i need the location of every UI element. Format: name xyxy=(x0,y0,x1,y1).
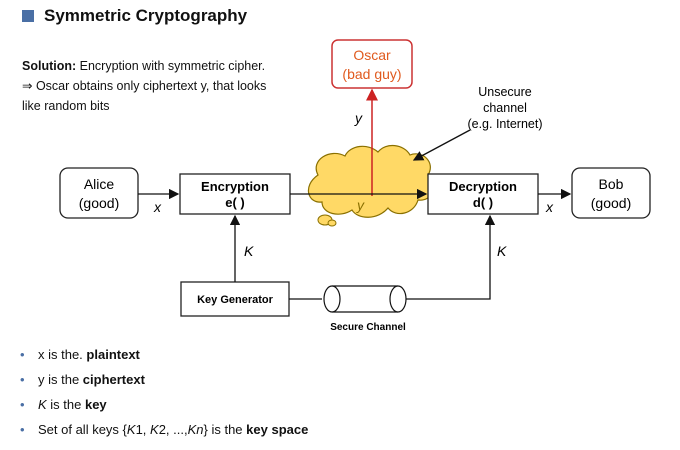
bullet-icon: • xyxy=(20,397,25,412)
key-generator-label: Key Generator xyxy=(197,294,274,306)
definition-text-part: key xyxy=(84,397,107,412)
alice-name: Alice xyxy=(84,176,115,192)
encryption-title: Encryption xyxy=(201,179,269,194)
definition-text: K is the key xyxy=(38,397,107,412)
oscar-role: (bad guy) xyxy=(342,66,401,82)
definition-text-part: K xyxy=(126,422,136,437)
decryption-box xyxy=(427,173,539,215)
definition-text: Set of all keys {K1, K2, ...,Kn} is the … xyxy=(38,422,308,437)
definition-text-part: 2, ..., xyxy=(158,422,188,437)
oscar-name: Oscar xyxy=(353,47,391,63)
definition-text: x is the. plaintext xyxy=(38,347,140,362)
oscar-box xyxy=(331,39,413,89)
definition-text-part: K xyxy=(150,422,159,437)
definition-text-part: x is the. xyxy=(38,347,87,362)
definition-text-part: ciphertext xyxy=(82,372,145,387)
definition-text-part: plaintext xyxy=(86,347,140,362)
solution-line-2: ⇒ Oscar obtains only ciphertext y, that … xyxy=(22,79,267,93)
definition-item: •Set of all keys {K1, K2, ...,Kn} is the… xyxy=(20,417,308,442)
bullet-icon: • xyxy=(20,372,25,387)
definition-text-part: y is the xyxy=(38,372,83,387)
definition-text-part: key space xyxy=(246,422,309,437)
title-square-icon xyxy=(22,10,34,22)
y-cloud-label: y xyxy=(356,197,365,213)
decryption-func: d( ) xyxy=(473,195,493,210)
internet-cloud xyxy=(307,145,435,227)
pipe-to-decryption-arrow xyxy=(406,214,496,300)
solution-text: Solution: Encryption with symmetric ciph… xyxy=(22,56,322,116)
bullet-icon: • xyxy=(20,347,25,362)
secure-channel-pipe xyxy=(323,285,407,313)
secure-channel-label: Secure Channel xyxy=(330,322,406,333)
bob-role: (good) xyxy=(591,195,631,211)
solution-line-1: Encryption with symmetric cipher. xyxy=(79,59,266,73)
unsecure-line-1: Unsecure xyxy=(478,85,532,99)
definition-text-part: } is the xyxy=(203,422,247,437)
definition-text-part: Set of all keys { xyxy=(38,422,127,437)
alice-role: (good) xyxy=(79,195,119,211)
definitions-list: • x is the. plaintext • y is the ciphertext… xyxy=(20,342,308,442)
page-title: Symmetric Cryptography xyxy=(44,6,248,25)
definition-text-part: Kn xyxy=(187,422,204,437)
bob-box xyxy=(571,167,651,219)
title-bar: Symmetric Cryptography xyxy=(22,6,247,26)
unsecure-pointer-arrow xyxy=(412,129,471,161)
definition-text: y is the ciphertext xyxy=(38,372,145,387)
x-output-label: x xyxy=(545,199,554,215)
solution-label: Solution: xyxy=(22,59,77,73)
unsecure-line-3: (e.g. Internet) xyxy=(467,117,542,131)
definition-text-part: 1, xyxy=(135,422,151,437)
x-input-label: x xyxy=(153,199,162,215)
k-decryption-label: K xyxy=(497,243,507,259)
encryption-box xyxy=(179,173,291,215)
alice-box xyxy=(59,167,139,219)
y-eavesdrop-label: y xyxy=(354,110,363,126)
bullet-icon: • xyxy=(20,422,25,437)
encryption-func: e( ) xyxy=(225,195,245,210)
unsecure-line-2: channel xyxy=(483,101,527,115)
definition-item: • x is the. plaintext xyxy=(20,342,308,367)
bob-name: Bob xyxy=(599,176,624,192)
definition-text-part: K xyxy=(38,397,47,412)
decryption-title: Decryption xyxy=(449,179,517,194)
k-encryption-label: K xyxy=(244,243,254,259)
definition-item: • K is the key xyxy=(20,392,308,417)
definition-item: • y is the ciphertext xyxy=(20,367,308,392)
definition-text-part: is the xyxy=(46,397,85,412)
solution-line-3: like random bits xyxy=(22,99,110,113)
